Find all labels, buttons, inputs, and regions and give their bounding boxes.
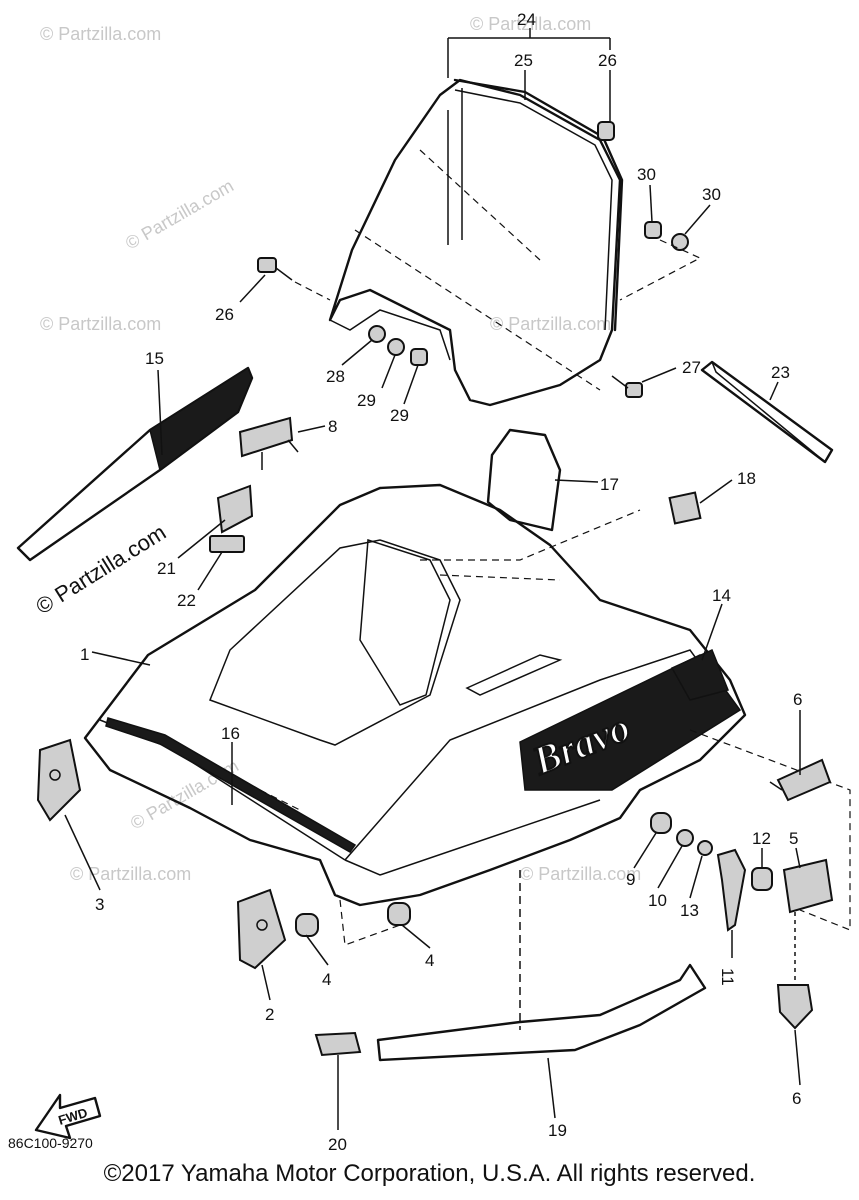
callouts: 24 25 26 30 30 26 28 29 29 27 23 15 8 17…	[80, 10, 802, 1154]
callout-8: 8	[328, 417, 337, 436]
watermark: © Partzilla.com	[127, 755, 242, 833]
grommet-29-upper	[671, 233, 689, 251]
pad-17	[486, 428, 562, 532]
watermark: © Partzilla.com	[40, 24, 161, 44]
callout-19: 19	[548, 1121, 567, 1140]
watermark: © Partzilla.com	[70, 864, 191, 884]
callout-11: 11	[718, 968, 737, 986]
callout-20: 20	[328, 1135, 347, 1154]
windshield-clip-26	[597, 121, 615, 141]
callout-22: 22	[177, 591, 196, 610]
callout-26: 26	[598, 51, 617, 70]
plate-18	[668, 491, 702, 525]
callout-14: 14	[712, 586, 731, 605]
spacer-9	[650, 812, 672, 834]
foam-21	[216, 484, 254, 534]
latch-5	[782, 858, 834, 914]
foam-20	[314, 1031, 362, 1057]
copyright-notice: ©2017 Yamaha Motor Corporation, U.S.A. A…	[103, 1160, 756, 1187]
leader-lines	[64, 28, 801, 1130]
washer-13	[697, 840, 713, 856]
callout-29: 29	[357, 391, 376, 410]
callout-4: 4	[425, 951, 434, 970]
watermark: © Partzilla.com	[122, 175, 237, 253]
callout-6: 6	[792, 1089, 801, 1108]
decal-16	[105, 717, 357, 853]
callout-23: 23	[771, 363, 790, 382]
bracket-8	[238, 416, 299, 470]
callout-1: 1	[80, 645, 89, 664]
washer-28	[368, 325, 386, 343]
grommet-4-right	[387, 902, 411, 926]
callout-13: 13	[680, 901, 699, 920]
callout-24: 24	[517, 10, 536, 29]
callout-7: 6	[793, 690, 802, 709]
watermark: © Partzilla.com	[40, 314, 161, 334]
callout-3: 3	[95, 895, 104, 914]
callout-4: 4	[322, 970, 331, 989]
callout-5: 5	[789, 829, 798, 848]
callout-16: 16	[221, 724, 240, 743]
callout-9: 9	[626, 870, 635, 889]
side-panel-15	[16, 366, 254, 562]
watermark: © Partzilla.com	[490, 314, 611, 334]
nut-30-upper	[644, 221, 662, 239]
callout-12: 12	[752, 829, 771, 848]
bar-23	[700, 360, 834, 464]
drawing-code: 86C100-9270	[8, 1135, 93, 1151]
watermark-main: © Partzilla.com	[31, 519, 170, 619]
fwd-arrow-icon: FWD	[34, 1093, 102, 1140]
windshield	[328, 78, 622, 407]
nut-30-lower	[410, 348, 428, 366]
grommet-4-left	[295, 913, 319, 937]
callout-30: 29	[390, 406, 409, 425]
watermark: © Partzilla.com	[470, 14, 591, 34]
windshield-trim	[453, 78, 624, 332]
washer-10	[676, 829, 694, 847]
hinge-3	[36, 738, 82, 822]
hinge-2	[236, 888, 287, 970]
decal-14	[670, 648, 730, 701]
watermark: © Partzilla.com	[520, 864, 641, 884]
bolt-27-upper	[257, 257, 293, 281]
plug-7	[769, 758, 832, 802]
callout-10: 10	[648, 891, 667, 910]
callout-27: 27	[682, 358, 701, 377]
callout-18: 18	[737, 469, 756, 488]
collar-12	[751, 867, 773, 891]
callout-17: 17	[600, 475, 619, 494]
callout-25: 25	[514, 51, 533, 70]
bolt-27-lower	[611, 375, 643, 398]
callout-2: 2	[265, 1005, 274, 1024]
callout-28: 28	[326, 367, 345, 386]
callout-21: 21	[157, 559, 176, 578]
grommet-29-lower	[387, 338, 405, 356]
callout-29: 30	[702, 185, 721, 204]
trim-19	[376, 963, 707, 1062]
callout-30: 30	[637, 165, 656, 184]
foam-22	[209, 535, 245, 553]
callout-15: 15	[145, 349, 164, 368]
callout-27: 26	[215, 305, 234, 324]
knob-6	[776, 984, 814, 1030]
lever-11	[716, 848, 747, 932]
